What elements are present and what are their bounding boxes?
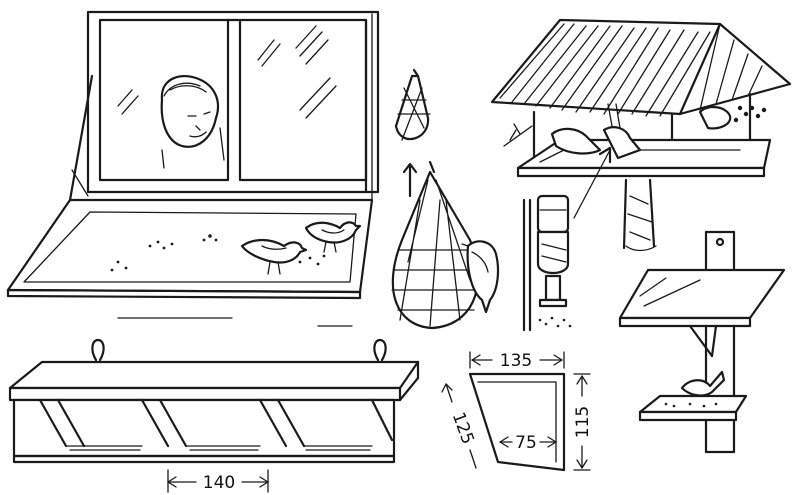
dimension-label: 140 bbox=[203, 473, 235, 493]
seed-tray bbox=[538, 298, 568, 308]
child-face bbox=[160, 74, 225, 169]
sparrow-bird bbox=[240, 238, 308, 275]
up-arrow bbox=[402, 162, 418, 198]
seeds-on-sill bbox=[110, 234, 326, 272]
lower-tray bbox=[638, 394, 748, 414]
bottle-neck bbox=[544, 274, 562, 302]
dimension-feeder-width: 140 bbox=[167, 469, 269, 493]
dimension-label: 135 bbox=[500, 351, 532, 371]
sparrow-bird bbox=[304, 221, 362, 253]
box-feeder bbox=[8, 338, 420, 464]
seed-garland bbox=[733, 105, 767, 123]
dimension-label: 115 bbox=[573, 406, 593, 438]
dimension-label: 125 bbox=[448, 410, 478, 447]
box-lid bbox=[8, 360, 420, 390]
glass-reflection bbox=[117, 25, 337, 119]
side-panel-diagram: 135 125 75 115 bbox=[441, 351, 593, 472]
side-panel bbox=[468, 372, 566, 472]
hanging-net-large bbox=[391, 160, 500, 330]
roofed-bird-table bbox=[490, 18, 792, 252]
window-pane-right bbox=[238, 18, 368, 182]
bottle-body bbox=[536, 194, 570, 234]
bottle-feeder bbox=[522, 194, 572, 332]
hanging-net-small bbox=[394, 68, 431, 141]
bird-on-tray bbox=[680, 370, 726, 397]
bird-on-table bbox=[550, 127, 602, 155]
window-frame bbox=[86, 10, 380, 194]
bird-on-table bbox=[602, 126, 642, 160]
box-lid-front bbox=[8, 386, 402, 402]
shelf-roof bbox=[618, 268, 786, 320]
dimension-label: 75 bbox=[515, 433, 537, 453]
blackbird bbox=[698, 106, 732, 130]
wall-post-feeder bbox=[618, 230, 786, 454]
window-sill-feeder bbox=[6, 10, 380, 327]
window-pane-left bbox=[98, 18, 230, 182]
